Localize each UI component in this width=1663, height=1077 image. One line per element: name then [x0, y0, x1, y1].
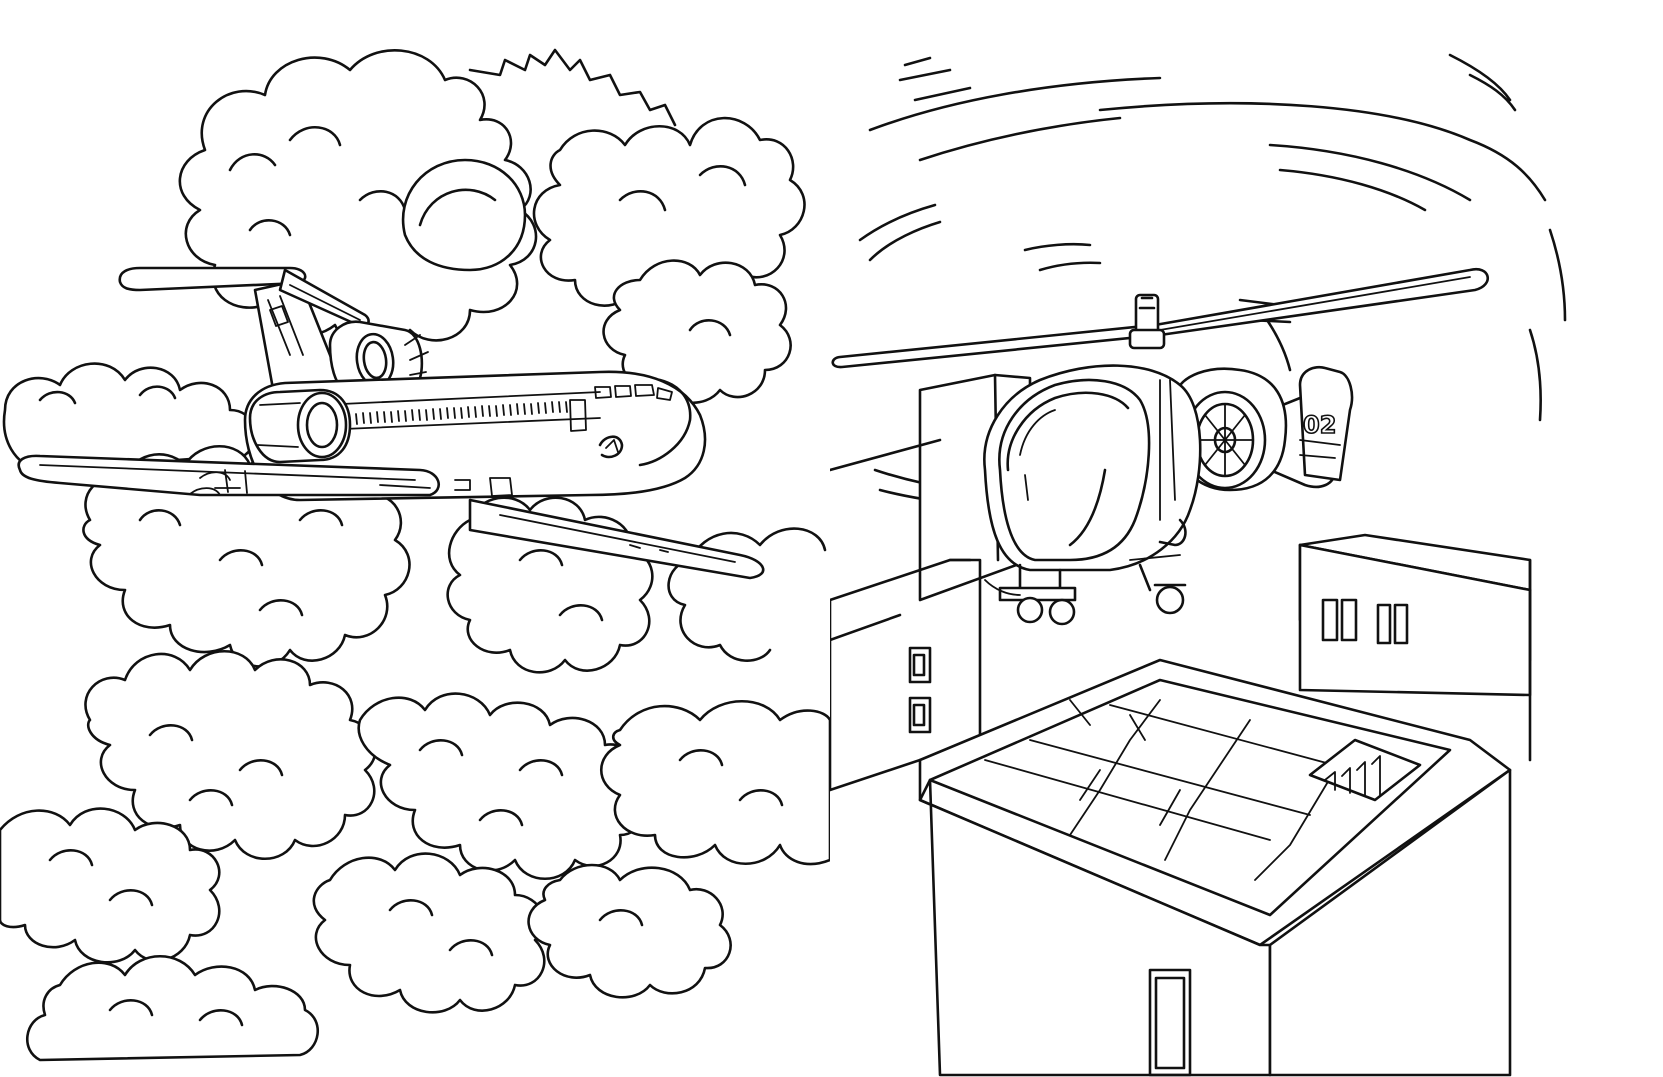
- building-right: [1298, 533, 1532, 762]
- rooftop-building: [918, 658, 1512, 1077]
- lower-clouds: [0, 649, 830, 1062]
- left-clouds: [2, 362, 257, 472]
- airplane-illustration: [0, 0, 830, 1077]
- helicopter-scene: 02: [830, 53, 1567, 1077]
- airliner: [17, 266, 765, 580]
- airplane-scene: [0, 48, 830, 1062]
- helicopter: 02: [831, 267, 1489, 626]
- tail-number-label: 02: [1303, 411, 1336, 439]
- middle-clouds: [82, 444, 827, 674]
- helicopter-illustration: 02: [830, 0, 1663, 1077]
